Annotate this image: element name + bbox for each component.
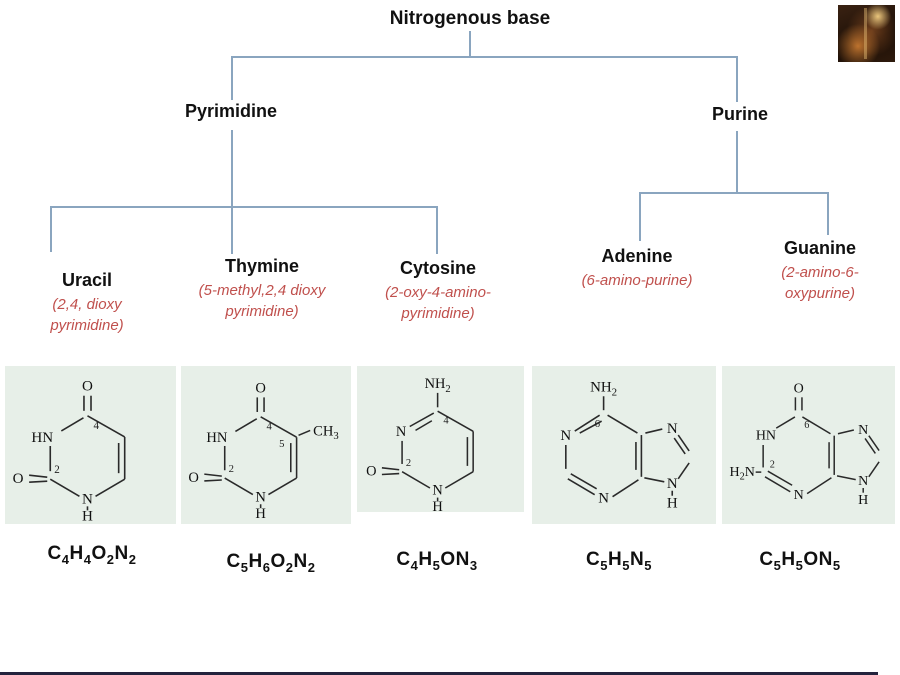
dna-model-photo xyxy=(838,5,895,62)
tree-line-to-purine xyxy=(736,56,738,102)
ring-position-number: 2 xyxy=(770,459,775,470)
base-chemname-cytosine: (2-oxy-4-amino- pyrimidine) xyxy=(352,282,524,324)
base-block-uracil: Uracil (2,4, dioxy pyrimidine) xyxy=(7,270,167,336)
chemname-line: (6-amino-purine) xyxy=(581,272,693,289)
atom-label: N xyxy=(560,428,571,444)
atom-label: HN xyxy=(756,428,776,443)
base-name-thymine: Thymine xyxy=(224,256,299,276)
atom-label: O xyxy=(188,470,199,486)
tree-line-to-guanine xyxy=(827,192,829,235)
base-name-adenine: Adenine xyxy=(601,246,673,266)
base-name-uracil: Uracil xyxy=(61,270,113,290)
chemname-line: oxypurine) xyxy=(784,285,856,302)
atom-label: H xyxy=(667,496,678,512)
atom-label: H xyxy=(858,493,868,508)
atom-label: H xyxy=(432,499,442,512)
formula-uracil: C4H4O2N2 xyxy=(47,543,137,567)
atom-label: H xyxy=(255,506,266,522)
atom-label: N xyxy=(396,424,407,440)
chemname-line: (2,4, dioxy xyxy=(52,296,122,313)
base-block-thymine: Thymine (5-methyl,2,4 dioxy pyrimidine) xyxy=(172,256,352,322)
ring-position-number: 5 xyxy=(279,438,284,450)
structure-guanine: O 6 HN H2N 2 N N N H xyxy=(729,382,880,508)
base-block-adenine: Adenine (6-amino-purine) xyxy=(548,246,726,291)
structure-panel-guanine: O 6 HN H2N 2 N N N H xyxy=(722,366,895,524)
tree-line-to-thymine xyxy=(231,206,233,254)
atom-label: N xyxy=(432,483,443,499)
atom-label: H xyxy=(82,508,93,524)
chemname-line: (2-amino-6- xyxy=(781,264,859,281)
base-block-cytosine: Cytosine (2-oxy-4-amino- pyrimidine) xyxy=(352,258,524,324)
chemname-line: pyrimidine) xyxy=(401,305,475,322)
methyl-group-label: CH3 xyxy=(313,423,339,442)
structure-uracil: O 4 HN O 2 N H xyxy=(13,379,126,524)
bottom-divider xyxy=(0,672,878,675)
base-block-guanine: Guanine (2-amino-6- oxypurine) xyxy=(733,238,900,304)
label-purine: Purine xyxy=(711,104,768,124)
atom-label: O xyxy=(13,471,24,487)
structure-panel-thymine: O 4 5 HN O 2 N H CH3 xyxy=(181,366,351,524)
formula-cytosine: C4H5ON3 xyxy=(396,549,478,573)
structure-cytosine: NH2 4 N O 2 N H xyxy=(366,376,474,512)
tree-line-root-span xyxy=(231,56,738,58)
ring-position-number: 6 xyxy=(595,418,601,430)
ring-position-number: 6 xyxy=(804,420,809,431)
atom-label: N xyxy=(794,488,804,503)
base-chemname-uracil: (2,4, dioxy pyrimidine) xyxy=(7,294,167,336)
atom-label: HN xyxy=(206,430,228,446)
tree-line-to-cytosine xyxy=(436,206,438,254)
atom-label: N xyxy=(667,476,678,492)
formula-thymine: C5H6O2N2 xyxy=(226,551,316,575)
structure-adenine: NH2 6 N N N N H xyxy=(560,379,690,512)
ring-position-number: 4 xyxy=(266,420,272,432)
amino-group-label: NH2 xyxy=(425,376,451,395)
structure-panel-adenine: NH2 6 N N N N H xyxy=(532,366,716,524)
base-name-guanine: Guanine xyxy=(783,238,856,258)
atom-label: O xyxy=(82,379,93,395)
atom-label: N xyxy=(858,474,868,489)
amino-group-label: NH2 xyxy=(590,379,617,398)
chemname-line: pyrimidine) xyxy=(50,317,124,334)
atom-label: HN xyxy=(31,430,53,446)
tree-line-to-pyrimidine xyxy=(231,56,233,100)
ring-position-number: 2 xyxy=(54,464,60,476)
label-pyrimidine: Pyrimidine xyxy=(184,101,278,121)
page-title: Nitrogenous base xyxy=(389,8,551,29)
atom-label: N xyxy=(82,491,93,507)
ring-position-number: 4 xyxy=(94,420,100,432)
tree-line-pyrimidine-span xyxy=(50,206,437,208)
atom-label: N xyxy=(858,423,868,438)
photo-highlight xyxy=(864,8,868,59)
atom-label: O xyxy=(366,464,376,480)
ring-position-number: 2 xyxy=(229,463,234,475)
atom-label: O xyxy=(794,382,804,397)
amino-group-label: H2N xyxy=(729,465,754,483)
tree-line-root-drop xyxy=(469,31,471,57)
chemname-line: (2-oxy-4-amino- xyxy=(385,284,491,301)
tree-line-purine-span xyxy=(639,192,828,194)
atom-label: N xyxy=(255,489,266,505)
tree-line-to-uracil xyxy=(50,206,52,252)
structure-panel-uracil: O 4 HN O 2 N H xyxy=(5,366,176,524)
atom-label: O xyxy=(255,381,266,397)
formula-adenine: C5H5N5 xyxy=(586,549,652,573)
tree-line-purine-drop xyxy=(736,131,738,193)
ring-position-number: 2 xyxy=(406,458,411,469)
tree-line-pyrimidine-drop xyxy=(231,130,233,207)
base-chemname-thymine: (5-methyl,2,4 dioxy pyrimidine) xyxy=(172,280,352,322)
ring-position-number: 4 xyxy=(443,416,449,427)
atom-label: N xyxy=(667,421,678,437)
base-chemname-guanine: (2-amino-6- oxypurine) xyxy=(733,262,900,304)
formula-guanine: C5H5ON5 xyxy=(759,549,841,573)
chemname-line: (5-methyl,2,4 dioxy xyxy=(198,282,326,299)
base-name-cytosine: Cytosine xyxy=(399,258,477,278)
base-chemname-adenine: (6-amino-purine) xyxy=(548,270,726,291)
atom-label: N xyxy=(598,491,609,507)
structure-panel-cytosine: NH2 4 N O 2 N H xyxy=(357,366,524,512)
structure-thymine: O 4 5 HN O 2 N H CH3 xyxy=(188,381,339,522)
chemname-line: pyrimidine) xyxy=(225,303,299,320)
tree-line-to-adenine xyxy=(639,192,641,241)
